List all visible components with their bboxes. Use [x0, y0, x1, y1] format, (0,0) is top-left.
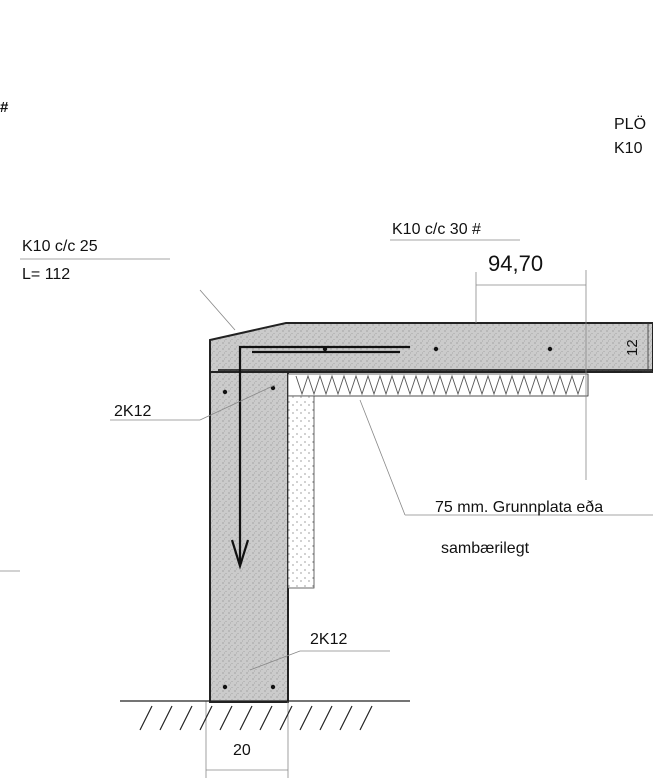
slab-insulation [287, 373, 589, 397]
rebar-top-left-label: K10 c/c 25 [22, 238, 98, 255]
rebar-dots [222, 346, 553, 690]
insulation-note-line1: 75 mm. Grunnplata eða [435, 499, 603, 516]
length-label: L= 112 [22, 266, 70, 283]
elevation-label: 94,70 [488, 251, 543, 276]
rebar-lower-wall-label: 2K12 [310, 631, 347, 648]
rebar-slab-label: K10 c/c 30 # [392, 221, 481, 238]
slab-thickness-label: 12 [624, 339, 641, 356]
slab-insulation-zigzag [295, 374, 585, 396]
hash-label: # [0, 99, 9, 116]
plo-label: PLÖ [614, 115, 646, 133]
floor-slab [209, 322, 653, 373]
rebar-upper-wall-label: 2K12 [114, 403, 151, 420]
insulation-note-line2: sambærilegt [441, 540, 530, 557]
foundation-wall [209, 371, 289, 703]
wall-width-label: 20 [233, 742, 251, 759]
k10-top-right-label: K10 [614, 140, 643, 157]
wall-insulation [287, 395, 315, 589]
slab-thickness-dimension [642, 322, 653, 373]
ground-hatch [120, 700, 410, 731]
rebar-l-bar [218, 345, 653, 570]
leader-lines [0, 239, 653, 778]
